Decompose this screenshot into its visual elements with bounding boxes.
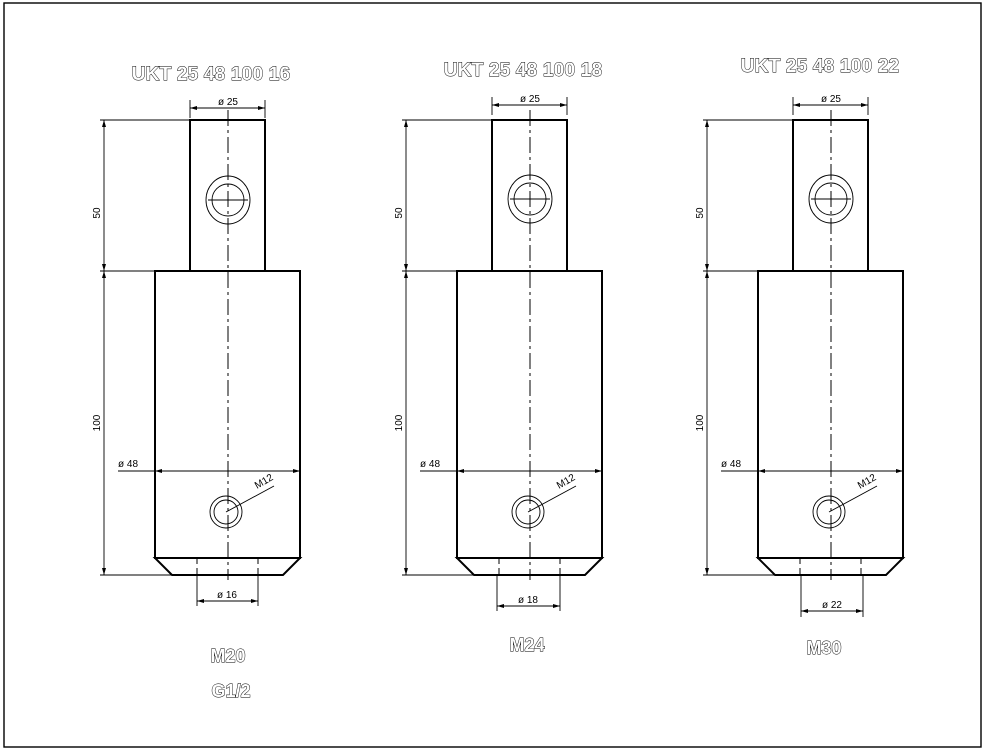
top-diameter-label: ø 25 [821, 94, 841, 105]
part-view-1: UKT 25 48 100 16 ø 25 50 100 [92, 64, 303, 701]
port-hole [812, 495, 846, 529]
port-hole [511, 495, 545, 529]
port-hole [209, 495, 243, 529]
height-top-label: 50 [695, 207, 706, 219]
body-diameter-label: ø 48 [118, 459, 138, 470]
port-hole-inner [515, 499, 541, 525]
body-diameter-label: ø 48 [420, 459, 440, 470]
thread-label: M30 [806, 638, 841, 658]
port-label: M12 [856, 472, 879, 491]
port-hole-inner [213, 499, 239, 525]
height-body-label: 100 [92, 414, 103, 431]
top-diameter-label: ø 25 [218, 97, 238, 108]
thread-label: M20 [210, 646, 245, 666]
bottom-diameter-label: ø 16 [217, 590, 237, 601]
thread2-label: G1/2 [211, 681, 250, 701]
port-label: M12 [253, 472, 276, 491]
chamfered-base [755, 557, 906, 576]
port-hole-inner [816, 499, 842, 525]
part-view-3: UKT 25 48 100 22 ø 25 50 100 ø 48 [695, 56, 906, 658]
port-label: M12 [555, 472, 578, 491]
part-view-2: UKT 25 48 100 18 ø 25 50 100 ø 48 [394, 60, 605, 655]
height-top-label: 50 [394, 207, 405, 219]
part-title: UKT 25 48 100 22 [741, 56, 899, 77]
chamfered-base [454, 557, 605, 576]
part-title: UKT 25 48 100 18 [444, 60, 602, 81]
chamfered-base [152, 557, 303, 576]
height-top-label: 50 [92, 207, 103, 219]
height-body-label: 100 [394, 414, 405, 431]
bottom-diameter-label: ø 22 [822, 600, 842, 611]
height-body-label: 100 [695, 414, 706, 431]
part-title: UKT 25 48 100 16 [132, 64, 290, 85]
thread-label: M24 [509, 635, 544, 655]
body-diameter-label: ø 48 [721, 459, 741, 470]
bottom-diameter-label: ø 18 [518, 595, 538, 606]
sheet-border [3, 2, 982, 748]
top-diameter-label: ø 25 [520, 94, 540, 105]
